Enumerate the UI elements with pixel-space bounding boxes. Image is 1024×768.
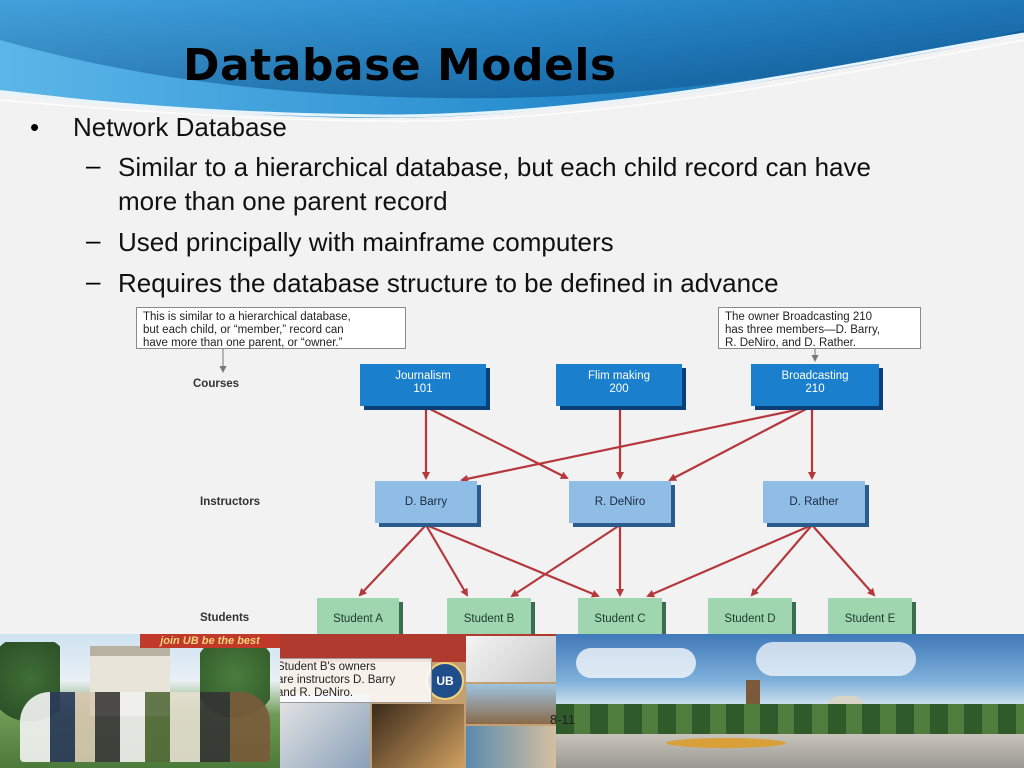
overlay-caption-line: are instructors D. Barry bbox=[280, 674, 396, 686]
overlay-caption: Student B's owners are instructors D. Ba… bbox=[280, 658, 432, 703]
slide-title: Database Models bbox=[183, 40, 617, 91]
dash-1: – bbox=[86, 150, 101, 180]
instructor-box-barry: D. Barry bbox=[375, 481, 477, 523]
campus-students-photo bbox=[0, 634, 280, 768]
instructor-box-deniro: R. DeNiro bbox=[569, 481, 671, 523]
course-box-filmmaking: Flim making 200 bbox=[556, 364, 682, 406]
student-box-e: Student E bbox=[828, 598, 912, 638]
page-number: 8-11 bbox=[550, 712, 576, 727]
student-box-c: Student C bbox=[578, 598, 662, 638]
collage-photo-art bbox=[372, 704, 464, 768]
collage-photo-students bbox=[280, 694, 370, 768]
arrow-barry-studentC bbox=[425, 523, 600, 598]
course-name: Journalism bbox=[395, 370, 451, 382]
cloud bbox=[756, 642, 916, 676]
arrow-rather-studentC bbox=[646, 523, 813, 598]
course-code: 200 bbox=[609, 383, 629, 395]
note-left-line: This is similar to a hierarchical databa… bbox=[143, 311, 351, 323]
subbullet-3: Requires the database structure to be de… bbox=[118, 268, 779, 298]
note-left-line: have more than one parent, or “owner.” bbox=[143, 337, 343, 349]
students-group bbox=[20, 692, 270, 762]
campus-panorama-photo bbox=[556, 634, 1024, 768]
note-right-line: R. DeNiro, and D. Rather. bbox=[725, 337, 857, 349]
student-box-d: Student D bbox=[708, 598, 792, 638]
arrow-broadcasting-deniro bbox=[668, 406, 811, 481]
collage-photo-graduation bbox=[466, 636, 556, 682]
ub-logo-text: UB bbox=[436, 674, 454, 688]
flower-bed bbox=[666, 738, 786, 748]
arrow-journalism-deniro bbox=[425, 406, 569, 479]
note-right-line: has three members—D. Barry, bbox=[725, 324, 881, 336]
dash-2: – bbox=[86, 225, 101, 255]
collage-photo-building bbox=[466, 684, 556, 724]
arrow-rather-studentD bbox=[750, 524, 813, 597]
bullet-dot: • bbox=[30, 112, 40, 142]
course-code: 210 bbox=[805, 383, 825, 395]
student-box-a: Student A bbox=[317, 598, 399, 638]
arrow-barry-studentA bbox=[358, 524, 427, 597]
row-label-courses: Courses bbox=[193, 378, 240, 390]
course-name: Flim making bbox=[588, 370, 650, 382]
palm-trees bbox=[556, 704, 1024, 734]
subbullet-1-line2: more than one parent record bbox=[118, 186, 448, 216]
cloud bbox=[576, 648, 696, 678]
course-code: 101 bbox=[413, 383, 433, 395]
arrow-broadcasting-barry bbox=[460, 405, 811, 483]
collage-panel: UB Student B's owners are instructors D.… bbox=[280, 634, 556, 768]
banner-text: join UB be the best bbox=[160, 635, 260, 647]
bullet-network-database: Network Database bbox=[73, 112, 287, 142]
row-label-instructors: Instructors bbox=[200, 496, 261, 508]
course-name: Broadcasting bbox=[781, 370, 849, 382]
course-box-journalism: Journalism 101 bbox=[360, 364, 486, 406]
collage-photo-library bbox=[466, 726, 556, 768]
arrow-deniro-studentB bbox=[510, 524, 621, 598]
note-right-line: The owner Broadcasting 210 bbox=[725, 311, 873, 323]
ub-logo: UB bbox=[426, 662, 464, 700]
subbullet-1-line1: Similar to a hierarchical database, but … bbox=[118, 152, 871, 182]
overlay-caption-line: Student B's owners bbox=[280, 661, 376, 673]
subbullet-2: Used principally with mainframe computer… bbox=[118, 227, 614, 257]
course-box-broadcasting: Broadcasting 210 bbox=[751, 364, 879, 406]
footer-photo-strip: join UB be the best UB Student B's owner… bbox=[0, 634, 1024, 768]
student-box-b: Student B bbox=[447, 598, 531, 638]
join-ub-banner: join UB be the best bbox=[140, 634, 280, 648]
note-right: The owner Broadcasting 210 has three mem… bbox=[718, 307, 921, 349]
row-label-students: Students bbox=[200, 612, 250, 624]
arrow-barry-studentB bbox=[425, 524, 469, 597]
overlay-caption-line: and R. DeNiro. bbox=[280, 687, 354, 699]
note-left: This is similar to a hierarchical databa… bbox=[136, 307, 406, 349]
header-wave bbox=[0, 0, 1024, 150]
dash-3: – bbox=[86, 266, 101, 296]
instructor-box-rather: D. Rather bbox=[763, 481, 865, 523]
arrow-rather-studentE bbox=[811, 524, 876, 597]
note-left-line: but each child, or “member,” record can bbox=[143, 324, 344, 336]
roundabout-road bbox=[556, 734, 1024, 768]
